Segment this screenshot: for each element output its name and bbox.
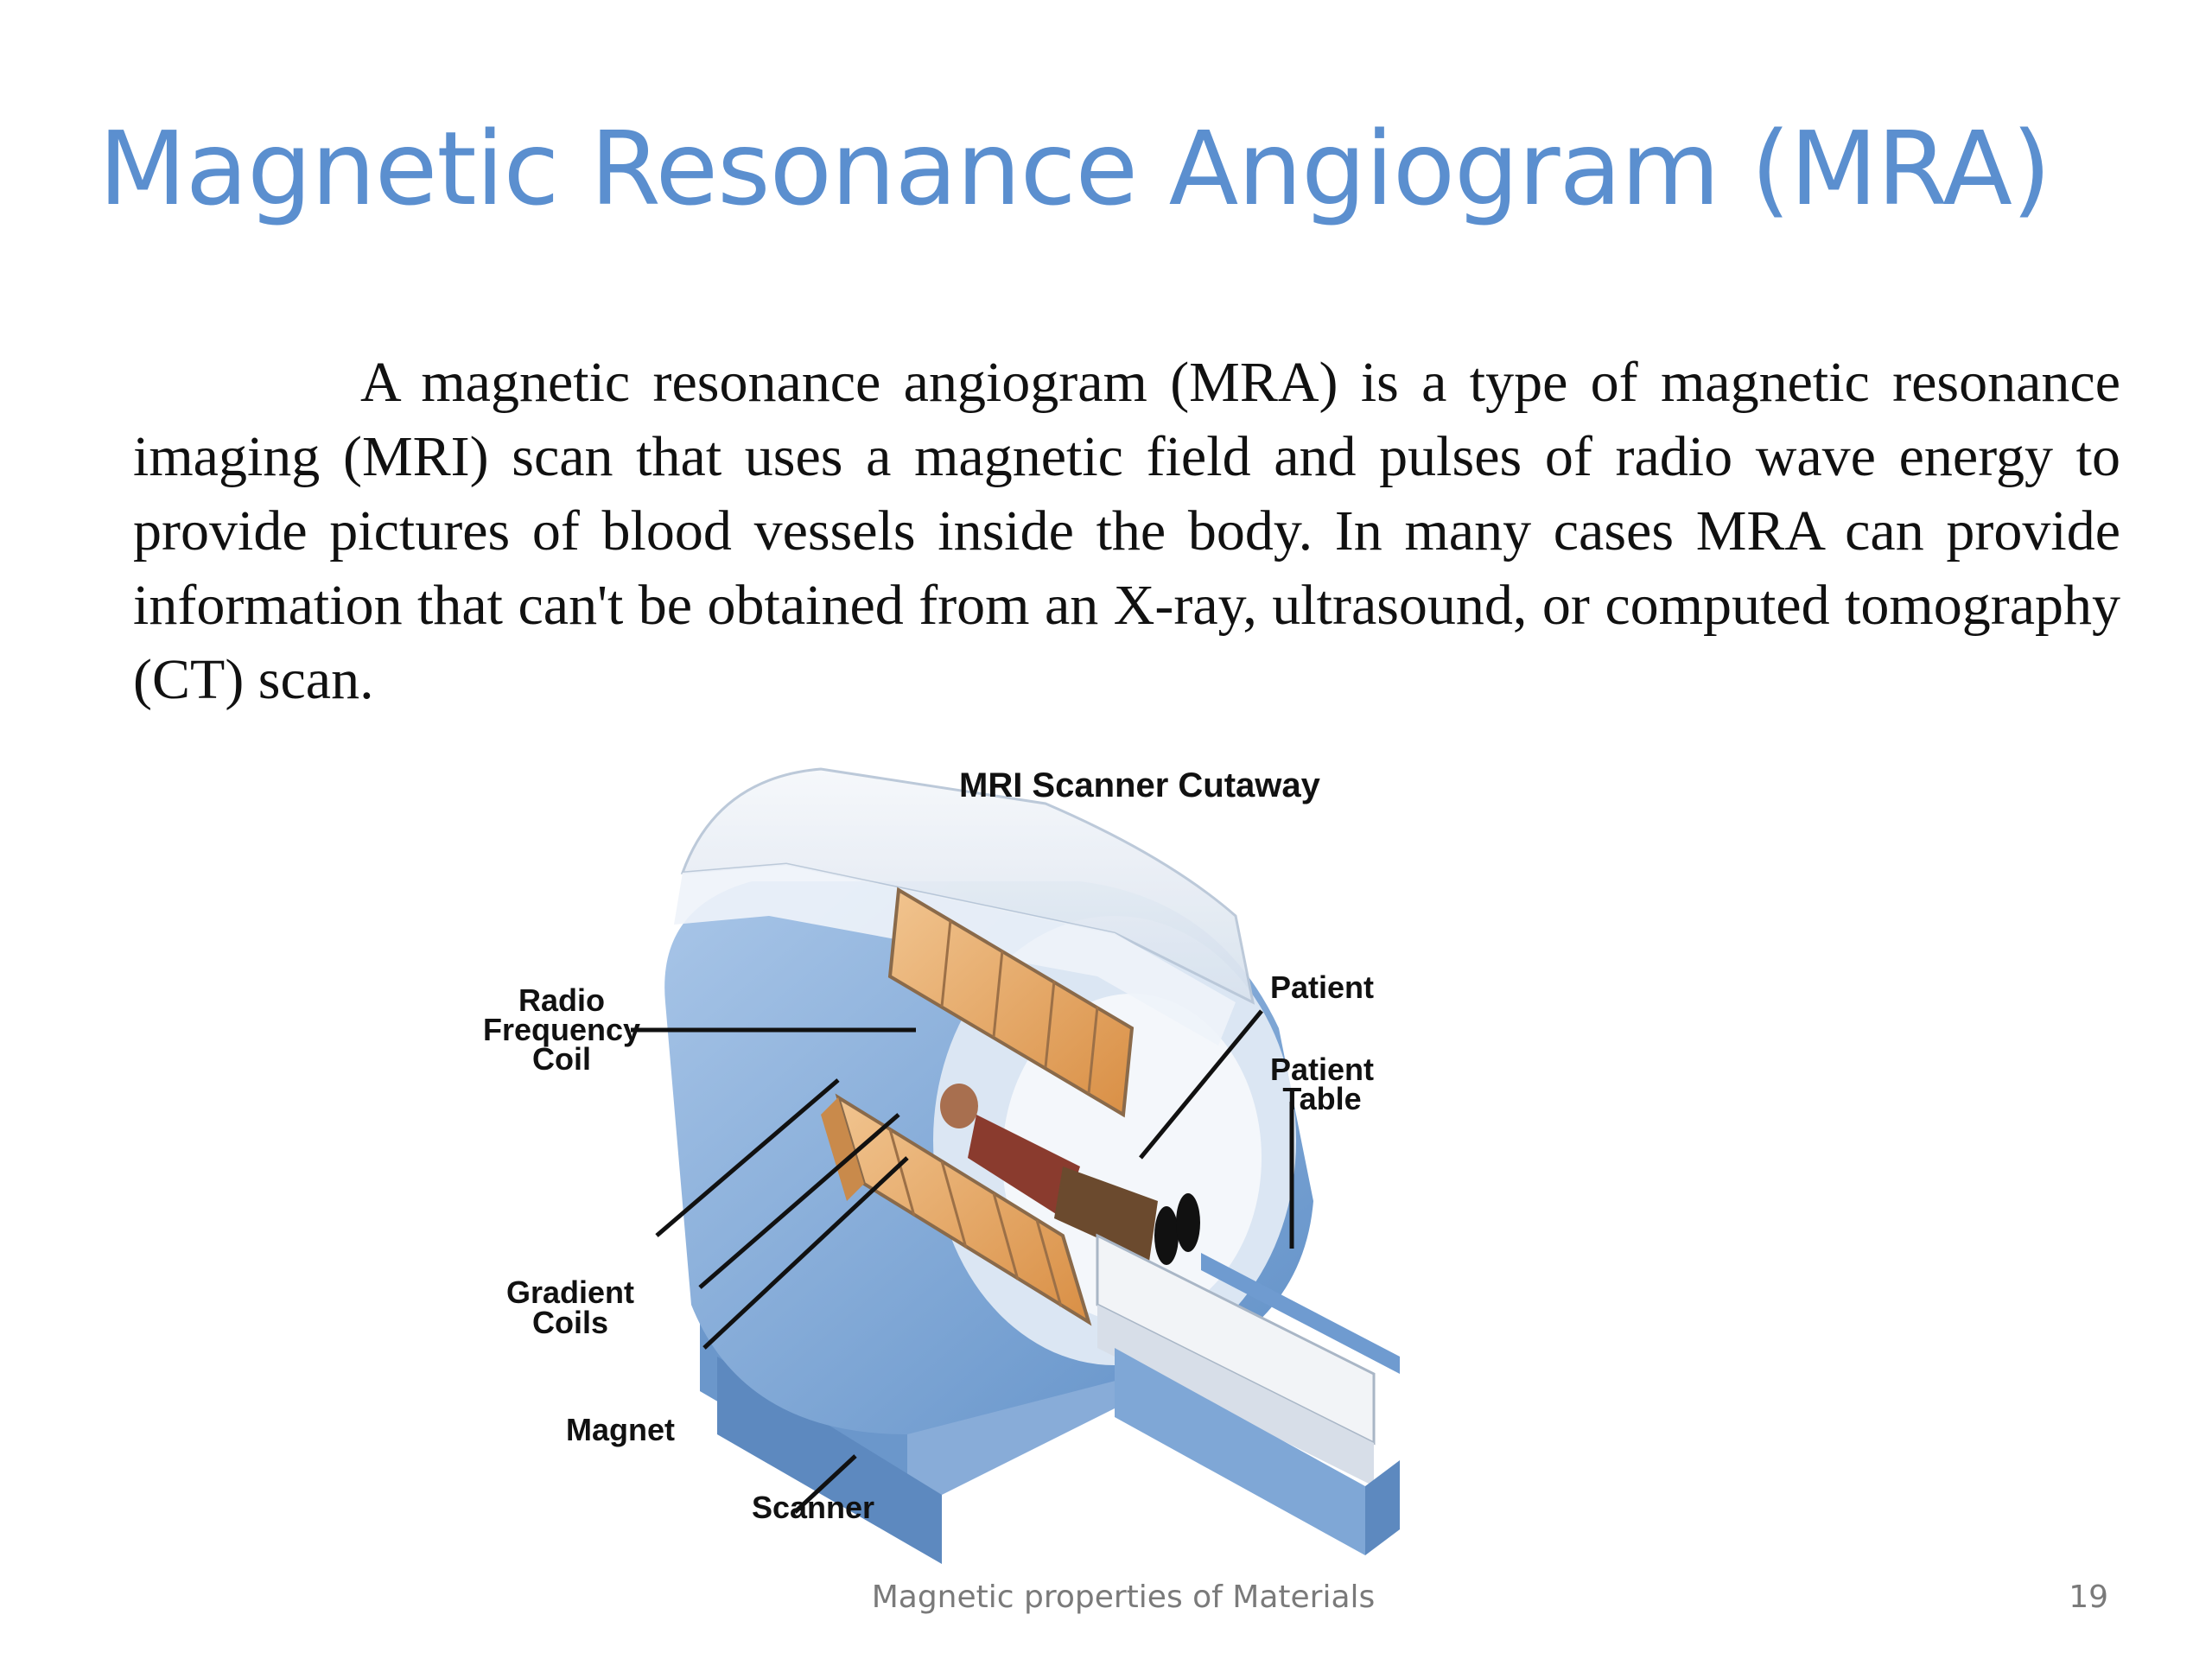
rf-coil [887,887,1135,1118]
slide-number: 19 [2069,1580,2108,1615]
figure-title: MRI Scanner Cutaway [959,766,1321,804]
patient-table [1096,1233,1400,1555]
label-gradient-coils-line1: Gradient [506,1274,634,1310]
body-paragraph: A magnetic resonance angiogram (MRA) is … [133,351,2120,711]
label-radio-frequency-coil-line1: Radio [518,982,605,1018]
mri-scanner-illustration: MRI Scanner Cutaway Radio Frequency Coil… [483,766,1400,1564]
mri-cutaway-figure: MRI Scanner Cutaway Radio Frequency Coil… [458,752,1581,1581]
leader-lines [631,1009,1294,1514]
label-patient-table-line2: Table [1282,1081,1361,1116]
scanner-shell [674,767,1255,1046]
label-radio-frequency-coil-line2: Frequency [483,1012,640,1047]
label-patient: Patient [1270,969,1374,1005]
label-radio-frequency-coil-line3: Coil [532,1041,591,1077]
label-gradient-coils-line2: Coils [532,1305,608,1340]
slide-title: Magnetic Resonance Angiogram (MRA) [99,109,2051,228]
label-scanner: Scanner [752,1490,874,1525]
patient-figure [940,1084,1200,1265]
gradient-coils [821,1093,1092,1326]
label-patient-table-line1: Patient [1270,1052,1374,1087]
label-magnet: Magnet [566,1412,675,1447]
slide-footer: Magnetic properties of Materials [871,1580,1376,1615]
